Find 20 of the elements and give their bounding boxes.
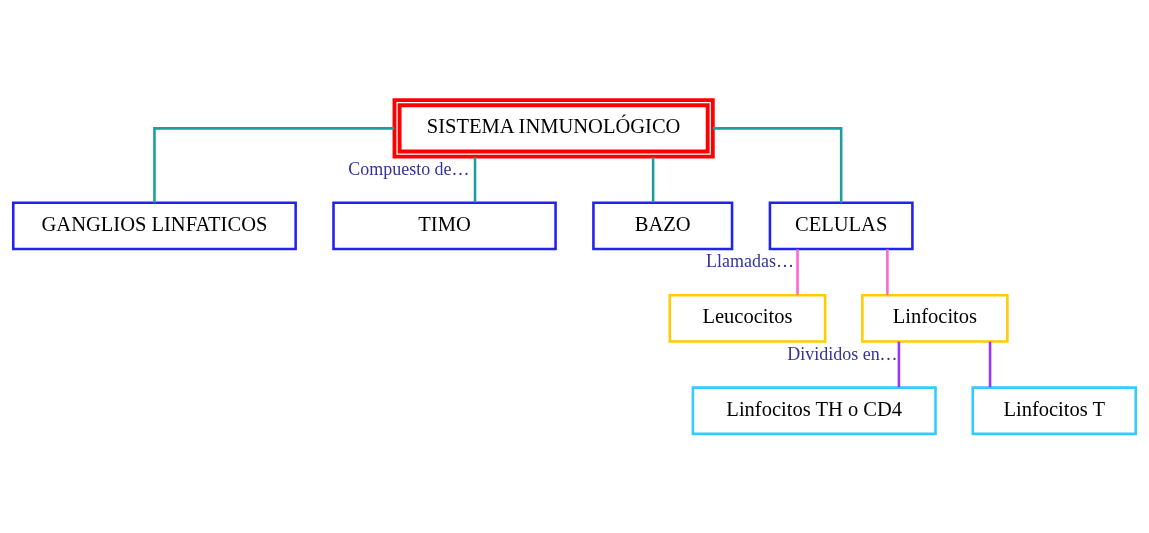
node-box: CELULAS — [768, 201, 914, 250]
edge-label: Compuesto de… — [348, 158, 470, 179]
node-box: Linfocitos — [861, 293, 1009, 343]
connector — [651, 156, 655, 202]
connector — [473, 156, 477, 202]
connector — [897, 341, 901, 387]
edge-label: Llamadas… — [706, 250, 794, 271]
node-box: Linfocitos T — [971, 385, 1138, 435]
connector — [153, 126, 395, 203]
node-box: TIMO — [332, 201, 557, 250]
edge-label: Divididos en… — [787, 343, 898, 364]
node-box: SISTEMA INMUNOLÓGICO — [392, 97, 715, 159]
node-box: GANGLIOS LINFATICOS — [11, 201, 297, 250]
connector — [886, 248, 889, 295]
connector — [796, 248, 799, 295]
node-box: BAZO — [592, 201, 734, 250]
node-box: Linfocitos TH o CD4 — [691, 385, 937, 435]
connector — [988, 341, 992, 387]
node-box: Leucocitos — [668, 293, 827, 343]
connector — [712, 126, 843, 203]
